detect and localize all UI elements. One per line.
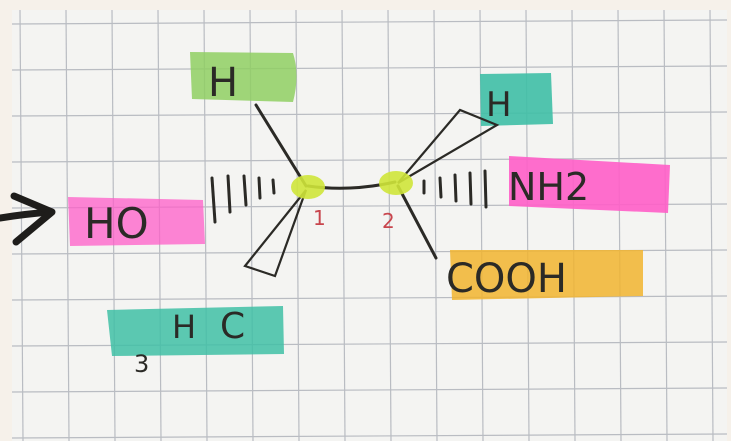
grid-line-vertical — [19, 9, 24, 441]
carbon-1-label: 1 — [313, 206, 326, 230]
grid-line-vertical — [617, 9, 622, 441]
highlight-magenta-right — [509, 156, 670, 213]
grid-line-vertical — [571, 9, 576, 441]
grid-line-horizontal — [11, 157, 728, 163]
c1-h-bond — [254, 103, 308, 188]
grid-line-horizontal — [11, 65, 728, 71]
grid-line-vertical — [709, 9, 714, 441]
atom-labels: H H NH2 HO COOH H C 3 — [84, 60, 589, 378]
bonds — [210, 103, 500, 278]
highlight-orange — [450, 250, 643, 300]
grid-line-vertical — [663, 9, 668, 441]
c2-h-wedge — [397, 108, 500, 184]
grid-line-horizontal — [11, 387, 728, 393]
grid-line-vertical — [341, 9, 346, 441]
grid-line-vertical — [387, 9, 392, 441]
c1-dot — [291, 175, 325, 199]
h3c-subscript-3: 3 — [134, 350, 149, 378]
c1-ch3-wedge — [243, 189, 308, 278]
c2-nh2-hash — [422, 169, 488, 209]
ho-label: HO — [84, 199, 149, 248]
highlight-teal-top — [480, 73, 553, 126]
h-right-label: H — [486, 85, 512, 125]
arrow-icon — [0, 192, 56, 246]
grid-line-horizontal — [11, 111, 728, 117]
grid-line-vertical — [65, 9, 70, 441]
carbon-markers: 1 2 — [291, 171, 413, 233]
nh2-label: NH2 — [508, 165, 589, 209]
highlights — [68, 52, 670, 356]
grid-paper — [11, 9, 728, 441]
cooh-label: COOH — [446, 256, 567, 302]
grid-line-horizontal — [11, 19, 728, 25]
h-top-label: H — [208, 60, 238, 106]
grid-line-horizontal — [11, 433, 728, 439]
highlight-green — [190, 52, 297, 102]
grid-line-vertical — [295, 9, 300, 441]
highlight-teal-bottom — [107, 306, 284, 356]
h3c-c-label: C — [220, 306, 245, 347]
c2-cooh-bond — [396, 184, 438, 260]
highlight-magenta-left — [68, 197, 205, 246]
grid-line-vertical — [433, 9, 438, 441]
h3c-h-label: H — [172, 308, 196, 346]
c1-ho-hash — [210, 174, 276, 224]
c2-dot — [379, 171, 413, 195]
carbon-2-label: 2 — [382, 209, 395, 233]
